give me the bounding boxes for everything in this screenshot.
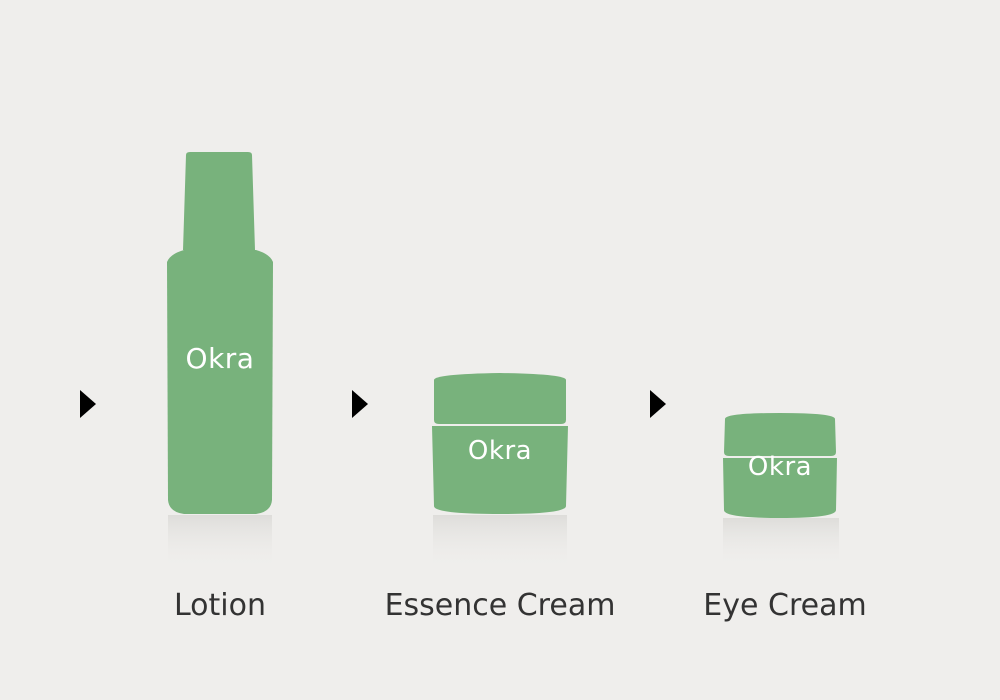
- step-arrow-2-icon: [352, 390, 368, 418]
- step-arrow-1-icon: [80, 390, 96, 418]
- eye-cream-caption: Eye Cream: [703, 588, 867, 623]
- lotion-brand-label: Okra: [185, 342, 255, 375]
- essence-cream-brand-label: Okra: [467, 436, 533, 466]
- lotion-bottle: Okra: [160, 150, 280, 570]
- essence-cream-jar: Okra: [425, 370, 575, 570]
- eye-cream-brand-label: Okra: [747, 452, 813, 482]
- lotion-caption: Lotion: [173, 588, 266, 623]
- eye-cream-jar: Okra: [715, 410, 845, 570]
- step-arrow-3-icon: [650, 390, 666, 418]
- essence-cream-caption: Essence Cream: [384, 588, 616, 623]
